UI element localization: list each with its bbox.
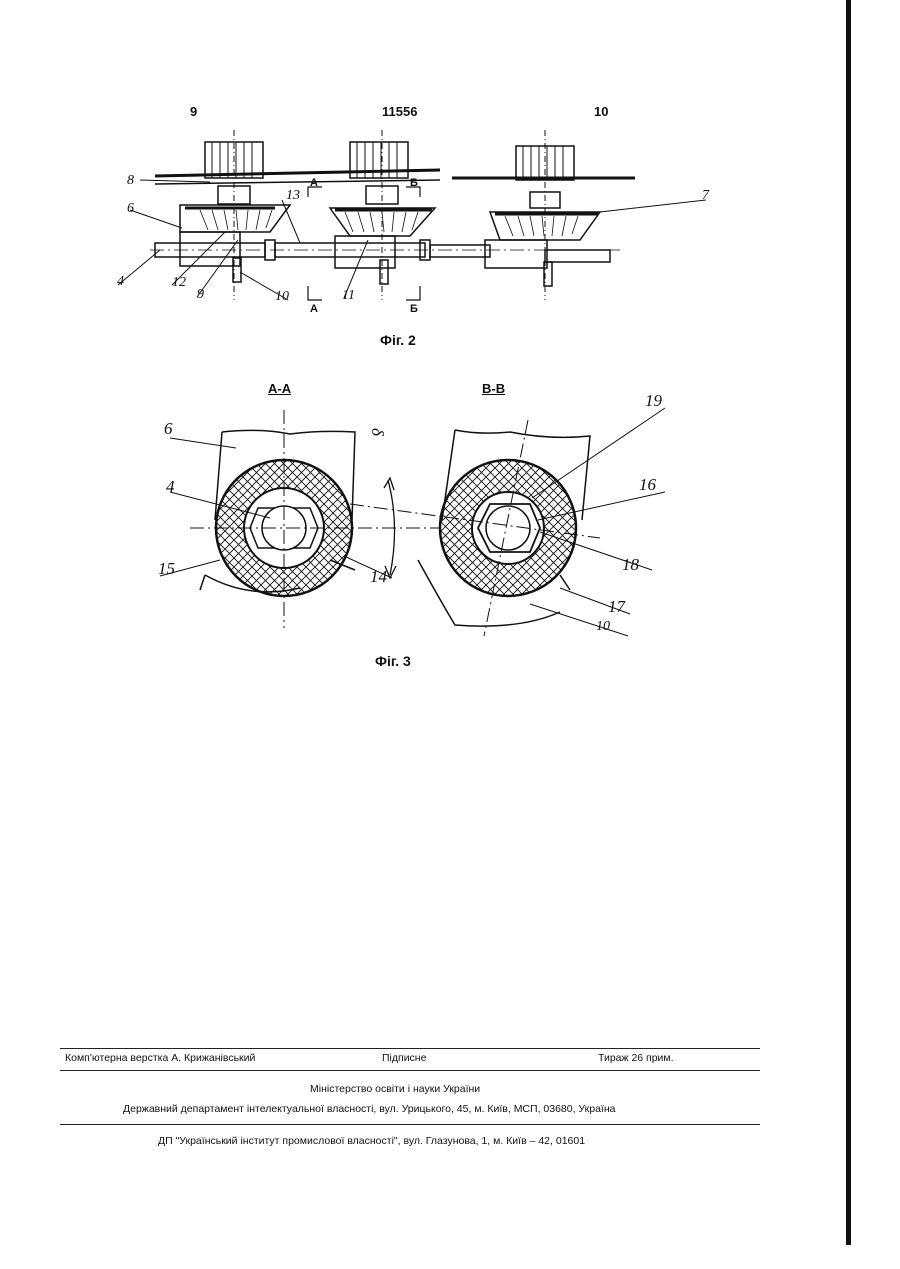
rotation-angle-label: δ xyxy=(368,428,387,437)
fig3-callout-17: 17 xyxy=(608,597,627,616)
fig3-callout-16: 16 xyxy=(639,475,657,494)
fig2-callout-9: 9 xyxy=(197,287,204,302)
footer-composer: Комп'ютерна верстка А. Крижанівський xyxy=(65,1052,255,1064)
fig3-callout-6: 6 xyxy=(164,419,173,438)
fig2-drawing: 8 6 4 12 9 10 13 11 7 А А Б Б xyxy=(0,0,900,340)
fig2-callout-11: 11 xyxy=(342,288,355,303)
fig2-callout-4: 4 xyxy=(117,274,124,289)
fig2-caption: Фіг. 2 xyxy=(380,332,416,348)
footer-rule-top xyxy=(60,1048,760,1049)
fig3-callout-4: 4 xyxy=(166,477,175,496)
fig2-callout-6: 6 xyxy=(127,201,134,216)
footer-circulation: Тираж 26 прим. xyxy=(598,1052,674,1064)
page-edge-bar xyxy=(846,0,851,1245)
fig3-drawing: 6 4 15 14 δ 19 16 18 17 10 xyxy=(0,380,900,660)
fig2-callout-10: 10 xyxy=(275,289,289,304)
fig3-callout-19: 19 xyxy=(645,391,663,410)
section-mark-b-bottom: Б xyxy=(410,303,418,315)
footer-rule-bottom xyxy=(60,1124,760,1125)
footer-publisher: ДП "Український інститут промислової вла… xyxy=(158,1135,585,1147)
section-mark-b-top: Б xyxy=(410,177,418,189)
footer-rule-middle xyxy=(60,1070,760,1071)
fig3-callout-18: 18 xyxy=(622,555,640,574)
footer-subscription: Підписне xyxy=(382,1052,426,1064)
section-mark-a-bottom: А xyxy=(310,303,318,315)
fig3-callout-10: 10 xyxy=(596,619,610,634)
fig2-callout-13: 13 xyxy=(286,188,300,203)
section-a-view xyxy=(160,410,440,628)
fig2-callout-8: 8 xyxy=(127,173,134,188)
fig3-caption: Фіг. 3 xyxy=(375,653,411,669)
fig3-callout-14: 14 xyxy=(370,567,388,586)
fig2-callout-12: 12 xyxy=(172,275,186,290)
fig3-callout-15: 15 xyxy=(158,559,175,578)
footer-ministry: Міністерство освіти і науки України xyxy=(310,1083,480,1095)
footer-department: Державний департамент інтелектуальної вл… xyxy=(123,1103,615,1115)
section-mark-a-top: А xyxy=(310,177,318,189)
fig2-callout-7: 7 xyxy=(702,188,710,203)
